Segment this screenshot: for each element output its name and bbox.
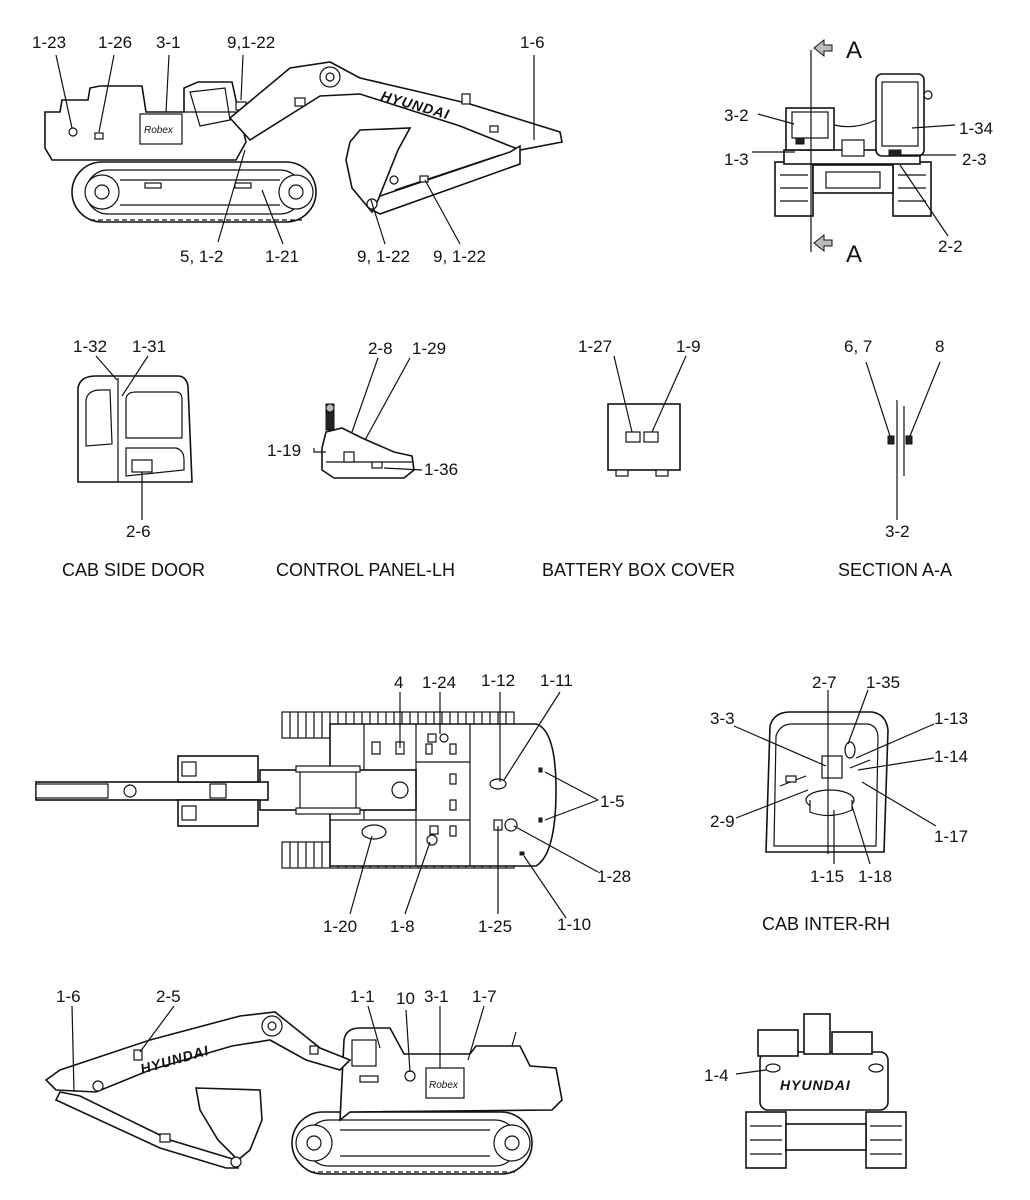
callout-label: 2-9 (710, 812, 735, 831)
callouts-cab-side-door: 1-32 1-31 2-6 CAB SIDE DOOR (62, 337, 205, 580)
top-view (35, 691, 599, 919)
callout-label: 9,1-22 (227, 33, 275, 52)
callout-label: 2-5 (156, 987, 181, 1006)
callout-label: 1-9 (676, 337, 701, 356)
callout-label: 1-23 (32, 33, 66, 52)
callouts-front: A A 3-2 1-3 1-34 2-3 2-2 (724, 37, 993, 268)
callout-label: 1-28 (597, 867, 631, 886)
callouts-control-panel: 2-8 1-29 1-19 1-36 CONTROL PANEL-LH (267, 339, 458, 580)
callout-label: 1-5 (600, 792, 625, 811)
view-caption: CAB INTER-RH (762, 914, 890, 934)
callout-label: 10 (396, 989, 415, 1008)
svg-text:Robex: Robex (429, 1080, 459, 1091)
callout-label: 1-29 (412, 339, 446, 358)
side-view-rh: Robex HYUNDAI (44, 1005, 563, 1175)
callout-label: 1-34 (959, 119, 993, 138)
callout-label: 1-6 (56, 987, 81, 1006)
callout-label: 1-1 (350, 987, 375, 1006)
callouts-battery-box: 1-27 1-9 BATTERY BOX COVER (542, 337, 735, 580)
callout-label: 6, 7 (844, 337, 872, 356)
callouts-cab-inter: 2-7 1-35 3-3 1-13 1-14 2-9 1-17 1-15 1-1… (710, 673, 968, 934)
callout-label: 1-4 (704, 1066, 729, 1085)
callout-label: 1-24 (422, 673, 456, 692)
callout-label: 1-20 (323, 917, 357, 936)
callout-label: 1-19 (267, 441, 301, 460)
callout-label: 1-36 (424, 460, 458, 479)
callout-label: 1-11 (540, 671, 573, 690)
callouts-rear: 1-4 (704, 1066, 729, 1085)
callouts-section: 6, 7 8 3-2 SECTION A-A (838, 337, 952, 580)
callout-label: 1-17 (934, 827, 968, 846)
callout-label: 1-13 (934, 709, 968, 728)
callout-label: 9, 1-22 (357, 247, 410, 266)
view-caption: CONTROL PANEL-LH (276, 560, 455, 580)
side-view-lh: Robex HYUNDAI (44, 54, 563, 245)
callout-label: 1-32 (73, 337, 107, 356)
battery-box-cover (607, 355, 687, 477)
callout-label: 2-3 (962, 150, 987, 169)
callout-label: 3-1 (156, 33, 181, 52)
callout-label: 2-6 (126, 522, 151, 541)
callouts-side-lh: 1-23 1-26 3-1 9,1-22 1-6 5, 1-2 1-21 9, … (32, 33, 545, 266)
callout-label: 5, 1-2 (180, 247, 223, 266)
callout-label: 1-7 (472, 987, 497, 1006)
callout-label: 1-12 (481, 671, 515, 690)
callouts-top-view: 4 1-24 1-12 1-11 1-5 1-28 1-20 1-8 1-25 … (323, 671, 631, 936)
callouts-side-rh: 1-6 2-5 1-1 10 3-1 1-7 (56, 987, 497, 1008)
callout-label: 1-10 (557, 915, 591, 934)
front-view (752, 38, 956, 253)
callout-label: 8 (935, 337, 944, 356)
cab-side-door (77, 355, 193, 520)
section-a-a (865, 361, 941, 520)
view-caption: BATTERY BOX COVER (542, 560, 735, 580)
callout-label: 1-6 (520, 33, 545, 52)
callout-label: 2-2 (938, 237, 963, 256)
svg-text:Robex: Robex (144, 125, 174, 136)
callout-label: 1-27 (578, 337, 612, 356)
cab-inter-rh (733, 689, 937, 865)
callout-label: 1-14 (934, 747, 968, 766)
callout-label: 1-3 (724, 150, 749, 169)
callout-label: 9, 1-22 (433, 247, 486, 266)
callout-label: 3-3 (710, 709, 735, 728)
control-panel-lh (313, 357, 423, 479)
callout-label: 1-8 (390, 917, 415, 936)
callout-label: 1-31 (132, 337, 166, 356)
view-caption: SECTION A-A (838, 560, 952, 580)
callout-label: 2-7 (812, 673, 837, 692)
section-marker: A (846, 241, 862, 268)
callout-label: 3-2 (724, 106, 749, 125)
callout-label: 3-2 (885, 522, 910, 541)
callout-label: 1-18 (858, 867, 892, 886)
callout-label: 1-35 (866, 673, 900, 692)
callout-label: 1-26 (98, 33, 132, 52)
section-marker: A (846, 37, 862, 64)
callout-label: 1-21 (265, 247, 299, 266)
view-caption: CAB SIDE DOOR (62, 560, 205, 580)
brand-logo-rear: HYUNDAI (780, 1077, 851, 1093)
callout-label: 1-25 (478, 917, 512, 936)
rear-view: HYUNDAI (735, 1013, 907, 1169)
callout-label: 4 (394, 673, 403, 692)
callout-label: 3-1 (424, 987, 449, 1006)
callout-label: 2-8 (368, 339, 393, 358)
callout-label: 1-15 (810, 867, 844, 886)
